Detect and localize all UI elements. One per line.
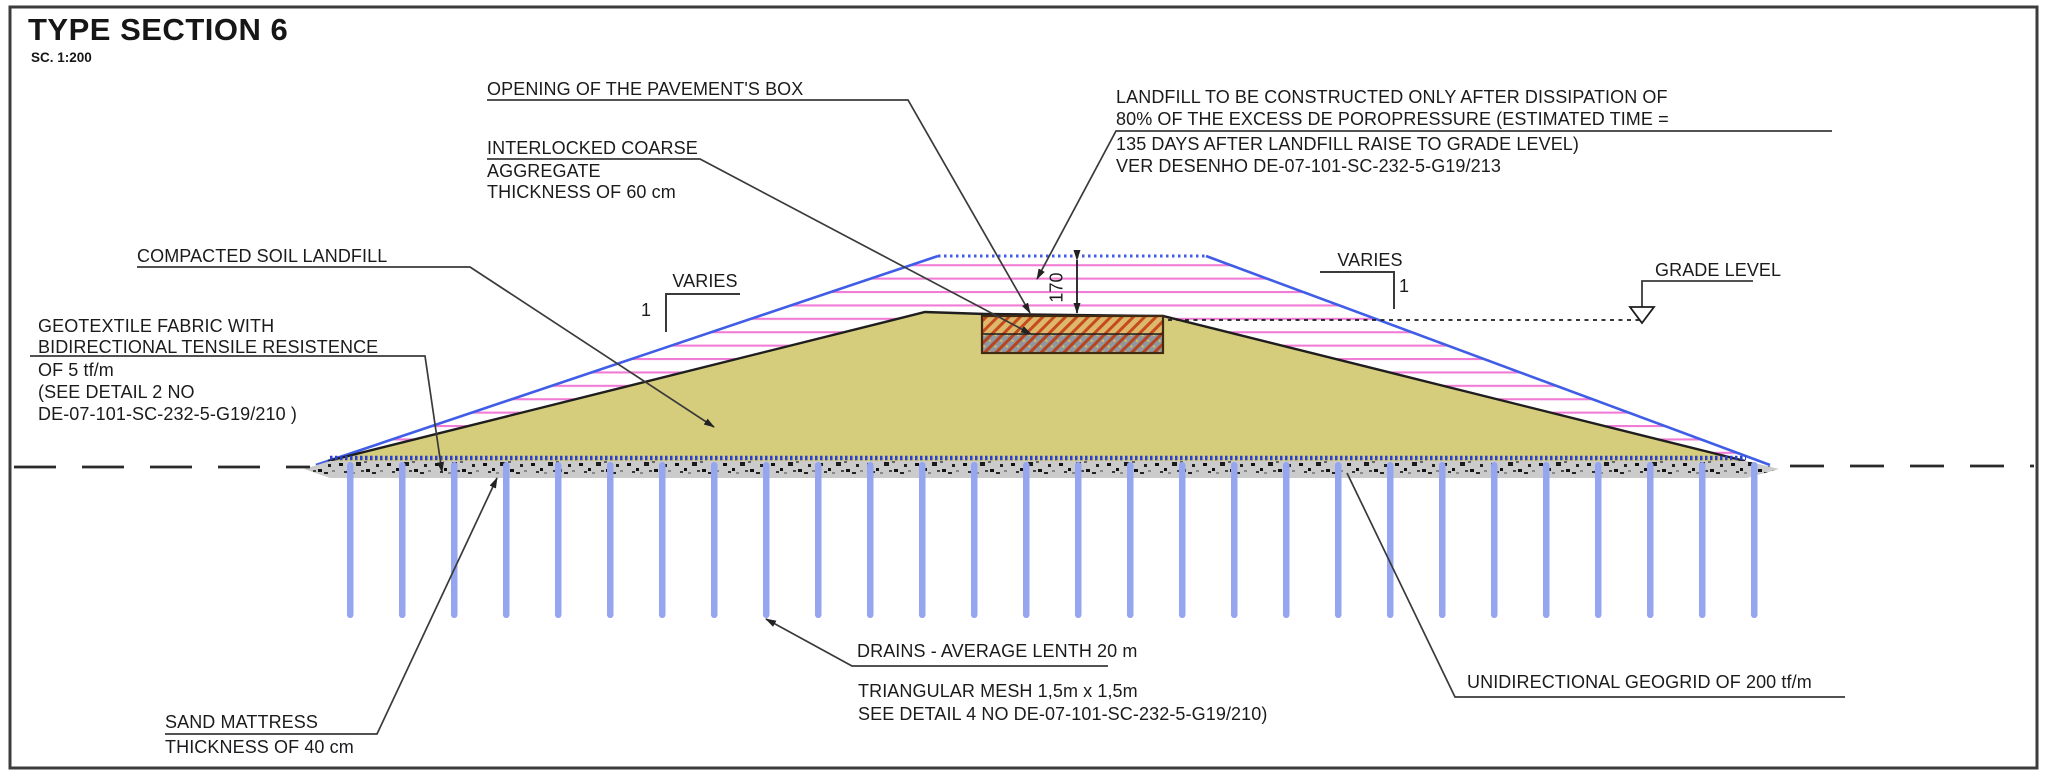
- compacted-soil-label: COMPACTED SOIL LANDFILL: [137, 246, 388, 266]
- grade-level-symbol: [1628, 306, 1656, 325]
- geotextile-label-line1: GEOTEXTILE FABRIC WITH: [38, 316, 275, 336]
- landfill-note-leader: [1036, 130, 1832, 280]
- drawing-scale: SC. 1:200: [31, 50, 92, 65]
- landfill-note-line2: 80% OF THE EXCESS DE POROPRESSURE (ESTIM…: [1116, 109, 1669, 129]
- mesh-label-line2: SEE DETAIL 4 NO DE-07-101-SC-232-5-G19/2…: [858, 704, 1268, 724]
- geotextile-label-line2: BIDIRECTIONAL TENSILE RESISTENCE: [38, 337, 379, 357]
- slope-symbol-left: [665, 293, 740, 332]
- opening-label: OPENING OF THE PAVEMENT'S BOX: [487, 79, 804, 99]
- envelope-left-slope-line: [315, 254, 939, 467]
- geotextile-label-line4: (SEE DETAIL 2 NO: [38, 382, 195, 402]
- opening-leader: [487, 99, 1031, 314]
- vertical-drains: [344, 462, 1760, 620]
- grade-level-label: GRADE LEVEL: [1655, 260, 1782, 280]
- compacted-soil-leader: [137, 266, 715, 428]
- geogrid-label: UNIDIRECTIONAL GEOGRID OF 200 tf/m: [1467, 672, 1812, 692]
- pavement-box-border: [980, 314, 1165, 355]
- geotextile-leader: [30, 355, 445, 473]
- landfill-note-line3: 135 DAYS AFTER LANDFILL RAISE TO GRADE L…: [1116, 134, 1579, 154]
- soil-surface-line: [327, 310, 1746, 463]
- dimension-170-label: 170: [1046, 272, 1067, 303]
- landfill-note-line1: LANDFILL TO BE CONSTRUCTED ONLY AFTER DI…: [1116, 87, 1668, 107]
- geotextile-label-line5: DE-07-101-SC-232-5-G19/210 ): [38, 404, 297, 424]
- varies-right-label: VARIES: [1337, 250, 1403, 270]
- geogrid-leader: [1346, 472, 1845, 698]
- varies-left-label: VARIES: [672, 271, 738, 291]
- slope-one-right-label: 1: [1399, 276, 1410, 296]
- page-title: TYPE SECTION 6: [28, 12, 289, 47]
- compacted-soil-fill: [330, 312, 1745, 461]
- drawing-frame: [8, 5, 2039, 770]
- interlocked-label-line3: THICKNESS OF 60 cm: [487, 182, 676, 202]
- slope-one-left-label: 1: [641, 300, 652, 320]
- grade-level-leader: [1641, 280, 1753, 307]
- mesh-label-line1: TRIANGULAR MESH 1,5m x 1,5m: [858, 681, 1138, 701]
- sand-mattress-label-line1: SAND MATTRESS: [165, 712, 318, 732]
- interlocked-label-line2: AGGREGATE: [487, 161, 601, 181]
- drains-label: DRAINS - AVERAGE LENTH 20 m: [857, 641, 1138, 661]
- interlocked-leader: [487, 158, 1032, 335]
- pavement-box-top-layer: [982, 316, 1163, 334]
- future-landfill-hatch-band: [316, 255, 1771, 464]
- interlocked-label-line1: INTERLOCKED COARSE: [487, 138, 698, 158]
- landfill-note-line4: VER DESENHO DE-07-101-SC-232-5-G19/213: [1116, 156, 1501, 176]
- envelope-right-slope-line: [1205, 254, 1771, 467]
- geotextile-label-line3: OF 5 tf/m: [38, 360, 114, 380]
- sand-mattress-label-line2: THICKNESS OF 40 cm: [165, 737, 354, 757]
- drains-leader: [765, 618, 1108, 667]
- slope-symbol-right: [1320, 271, 1395, 309]
- pavement-box-bottom-layer: [982, 334, 1163, 353]
- sand-mattress-leader: [165, 477, 498, 735]
